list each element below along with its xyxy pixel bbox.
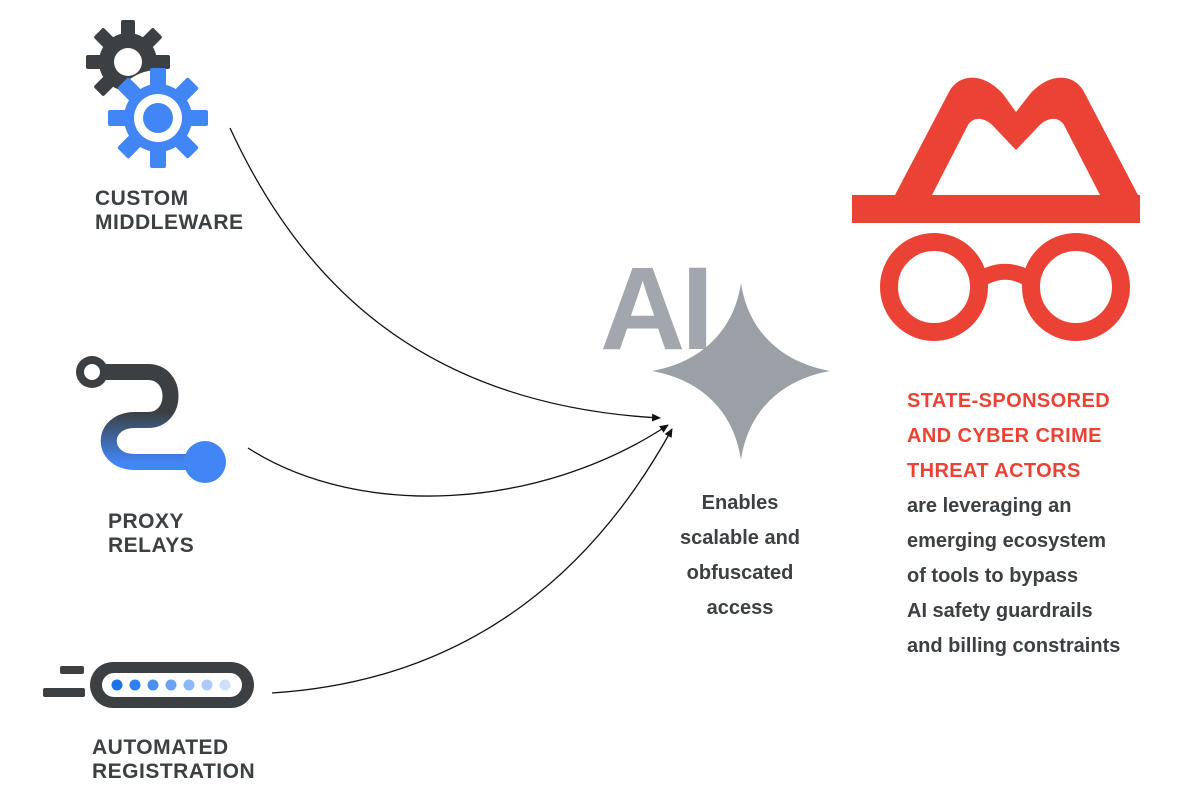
- threat-heading-line-3: THREAT ACTORS: [907, 460, 1081, 482]
- proxy-label: PROXY RELAYS: [108, 510, 194, 558]
- proxy-label-line-1: PROXY: [108, 510, 185, 533]
- access-description-line-4: access: [706, 597, 774, 619]
- connector-registration-arrow: [271, 428, 673, 694]
- middleware-label-line-1: CUSTOM: [95, 187, 189, 210]
- proxy-label-line-2: RELAYS: [108, 534, 195, 557]
- access-description-line-1: Enables: [701, 492, 779, 514]
- access-description-line-3: obfuscated: [686, 562, 794, 584]
- gear-icon: [86, 20, 208, 168]
- access-description: Enables scalable and obfuscated access: [640, 486, 840, 626]
- threat-heading: STATE-SPONSORED AND CYBER CRIME THREAT A…: [907, 384, 1110, 489]
- threat-heading-line-1: STATE-SPONSORED: [907, 390, 1111, 412]
- threat-description: are leveraging an emerging ecosystem of …: [907, 489, 1120, 664]
- threat-description-line-4: AI safety guardrails: [907, 600, 1093, 622]
- route-icon: [76, 356, 226, 483]
- connector-middleware-arrow: [229, 127, 661, 422]
- threat-heading-line-2: AND CYBER CRIME: [907, 425, 1102, 447]
- middleware-label: CUSTOM MIDDLEWARE: [95, 187, 244, 235]
- middleware-label-line-2: MIDDLEWARE: [95, 211, 244, 234]
- incognito-icon: [852, 77, 1140, 341]
- threat-description-line-2: emerging ecosystem: [907, 530, 1106, 552]
- threat-description-line-5: and billing constraints: [907, 635, 1121, 657]
- registration-label-line-2: REGISTRATION: [92, 760, 256, 783]
- ai-mark: AI: [600, 243, 714, 375]
- progress-pill-icon: [43, 662, 254, 708]
- threat-description-line-3: of tools to bypass: [907, 565, 1079, 587]
- access-description-line-2: scalable and: [679, 527, 801, 549]
- threat-description-line-1: are leveraging an: [907, 495, 1072, 517]
- connector-proxy-arrow: [247, 424, 669, 497]
- registration-label: AUTOMATED REGISTRATION: [92, 736, 255, 784]
- registration-label-line-1: AUTOMATED: [92, 736, 229, 759]
- sparkle-icon: [652, 283, 830, 460]
